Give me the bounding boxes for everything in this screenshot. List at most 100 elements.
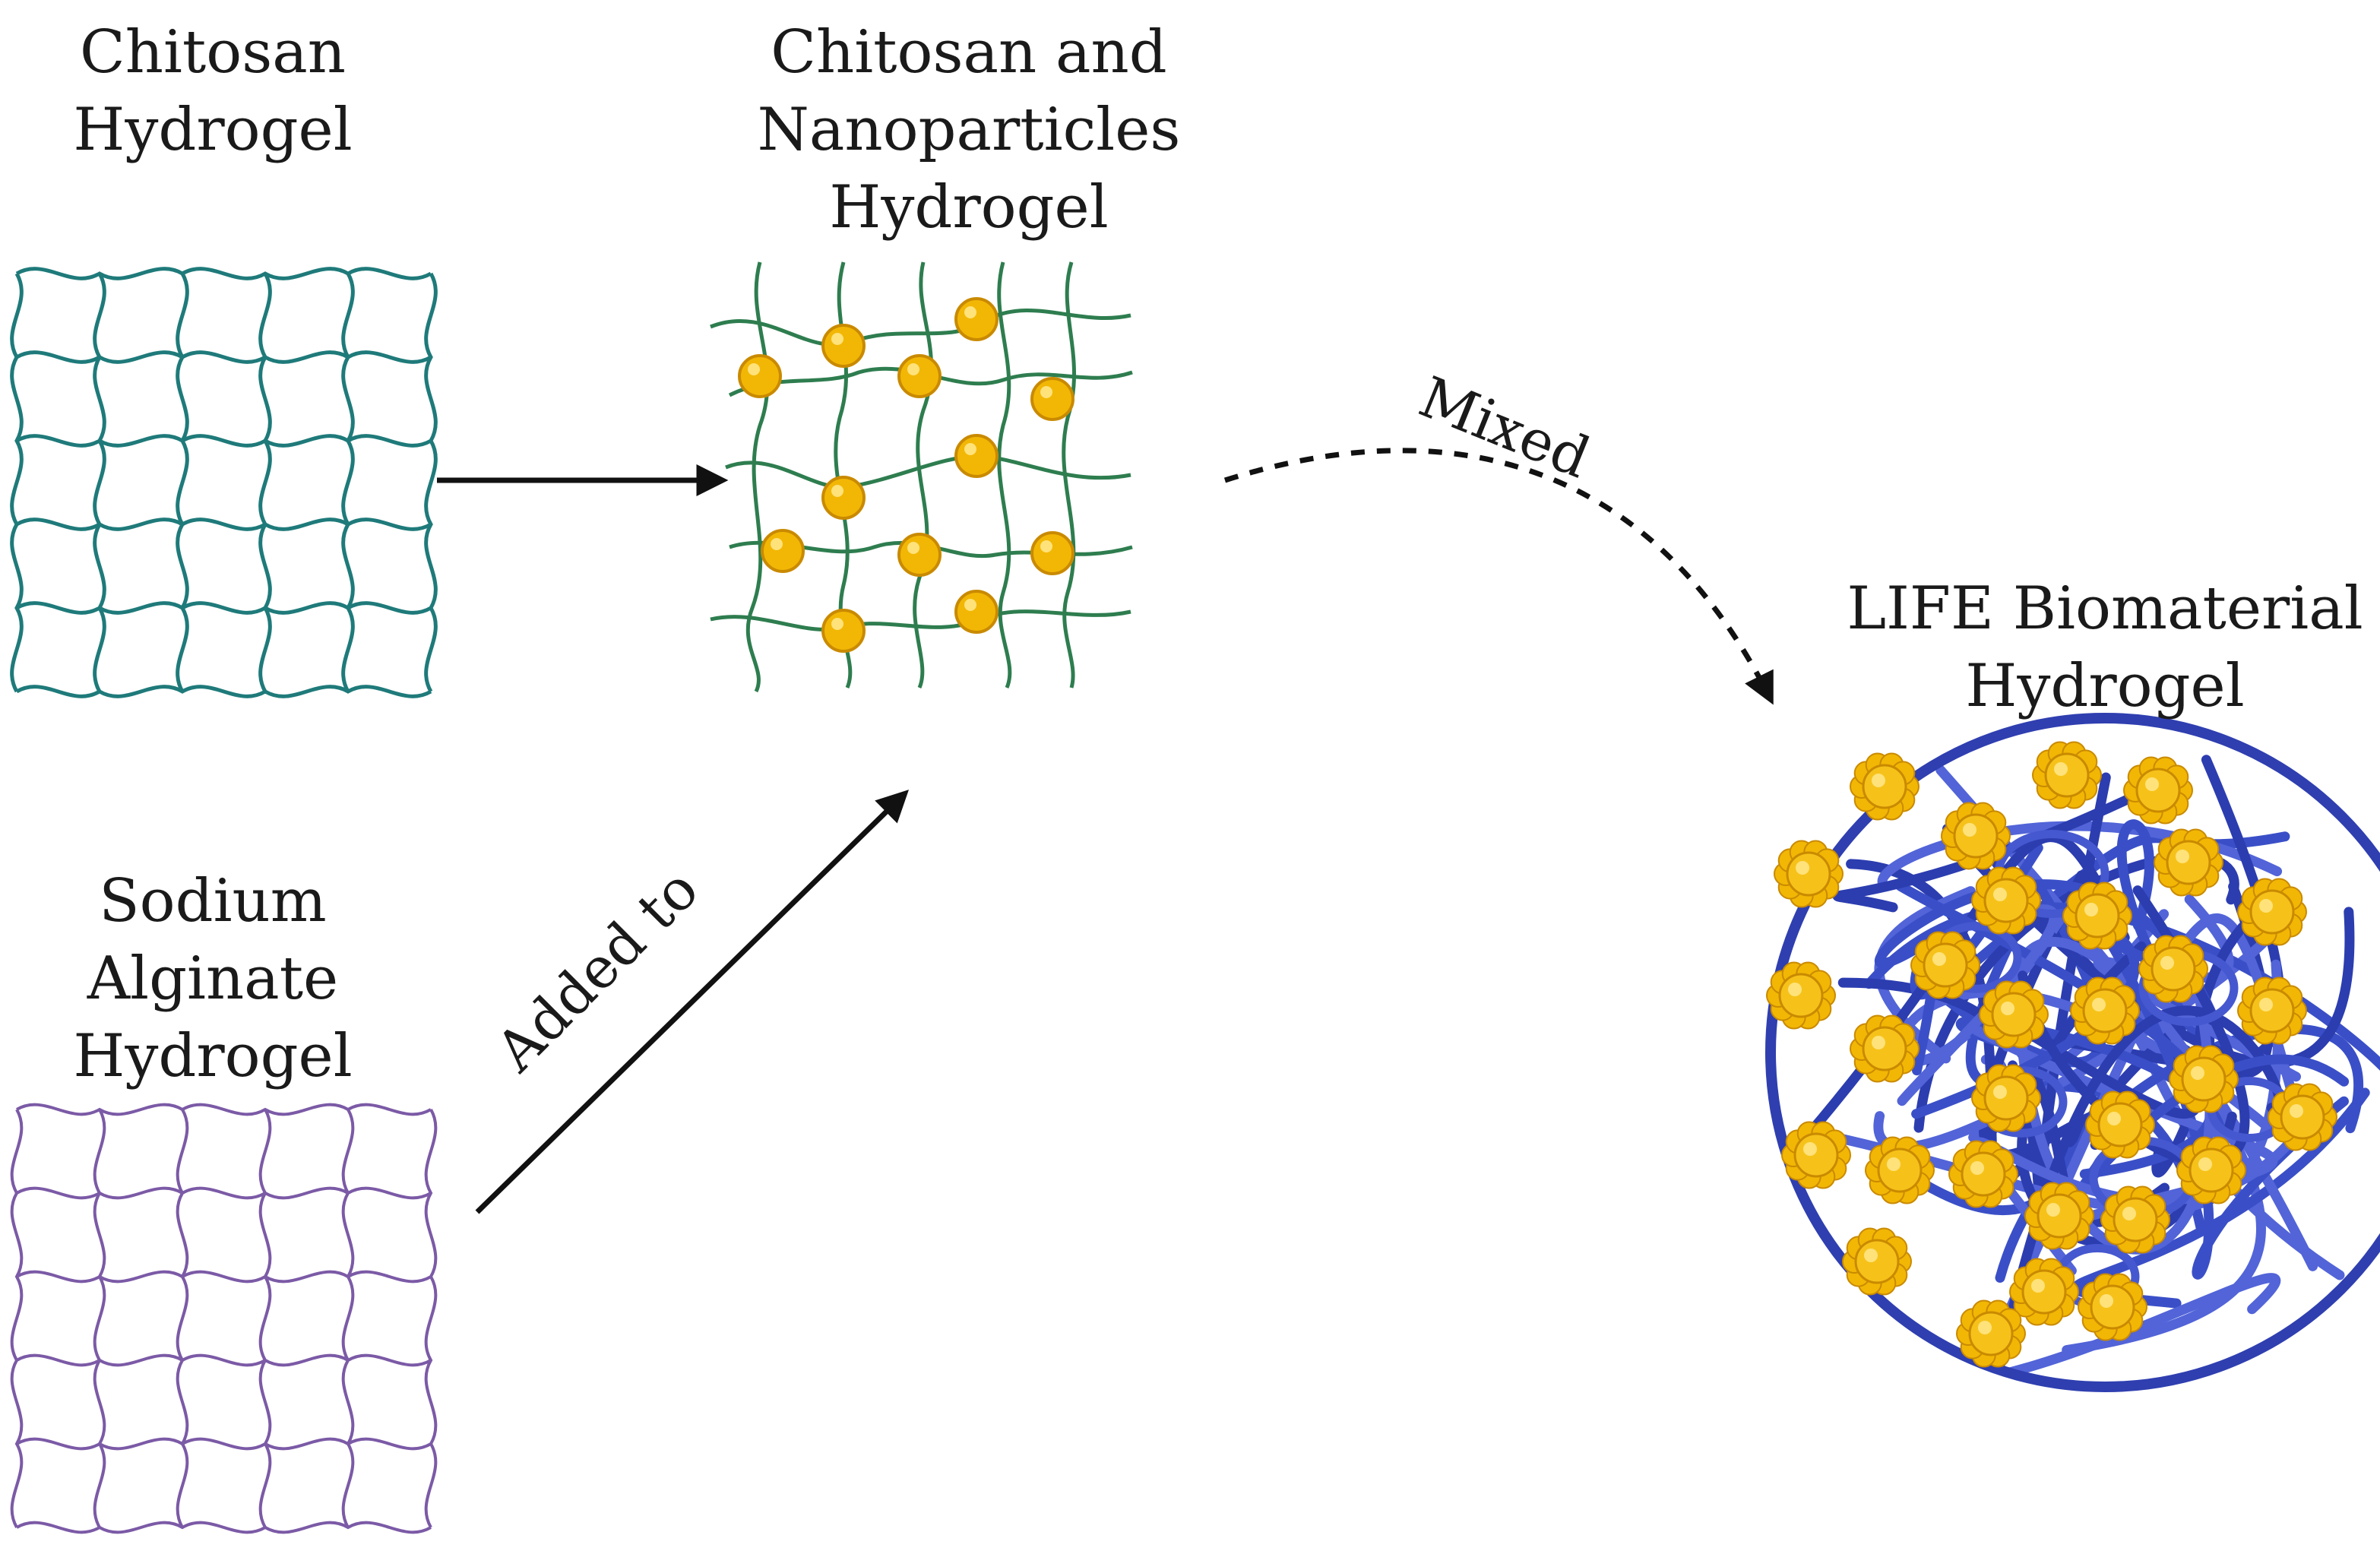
- cluster-core: [2021, 1269, 2067, 1315]
- cluster-highlight: [2054, 762, 2068, 776]
- cluster-highlight: [2259, 899, 2273, 913]
- nanoparticle-highlight: [907, 363, 919, 375]
- cluster-core: [2151, 946, 2196, 992]
- cluster-core: [1923, 942, 1968, 988]
- cluster-core: [2166, 840, 2211, 885]
- cluster-core: [1786, 851, 1831, 897]
- nanoparticle-cluster: [1842, 1227, 1912, 1296]
- nanoparticle-cluster: [2032, 741, 2102, 809]
- cluster-core: [1877, 1147, 1923, 1193]
- chitosan-nanoparticle-mesh: [710, 261, 1133, 693]
- mesh-strand-h: [16, 1186, 432, 1200]
- cluster-highlight: [2198, 1157, 2212, 1171]
- life-fiber: [1895, 881, 2217, 1179]
- mesh-strand-v: [341, 1109, 355, 1528]
- nanoparticle-cluster: [1948, 1140, 2018, 1208]
- nanoparticle-cluster: [2085, 1090, 2155, 1159]
- life-nanoparticle-clusters: [1766, 741, 2337, 1368]
- cluster-core: [2097, 1102, 2143, 1147]
- nanoparticle-cluster: [1865, 1136, 1935, 1204]
- nanoparticle: [738, 354, 782, 398]
- cluster-core: [1778, 973, 1824, 1018]
- chitosan-hydrogel-mesh: [10, 267, 438, 698]
- mesh-strand-v: [424, 272, 438, 693]
- nanoparticle-highlight: [964, 306, 976, 318]
- cluster-highlight: [2107, 1112, 2121, 1125]
- nanoparticles: [738, 297, 1074, 653]
- nanoparticle-cluster: [1850, 752, 1920, 821]
- cluster-highlight: [1970, 1161, 1984, 1175]
- life-sphere-outline: [1765, 713, 2380, 1392]
- cluster-highlight: [2176, 850, 2189, 863]
- mesh-strand-h: [16, 1521, 432, 1534]
- cluster-highlight: [2145, 777, 2159, 791]
- nanoparticle-highlight: [748, 363, 760, 375]
- mesh-strand-h: [15, 350, 432, 364]
- cluster-highlight: [1872, 774, 1885, 787]
- mesh-strand-v: [258, 1109, 272, 1528]
- nanoparticle: [897, 533, 942, 577]
- nanoparticle-highlight: [831, 618, 843, 630]
- cluster-core: [1854, 1239, 1900, 1284]
- mesh-strand-h: [16, 1270, 432, 1284]
- label-chitosan-np-hydrogel: Chitosan and Nanoparticles Hydrogel: [757, 18, 1181, 242]
- cluster-highlight: [2259, 998, 2273, 1011]
- life-fiber: [2116, 819, 2199, 1038]
- np-mesh-strand: [710, 609, 1131, 631]
- cluster-core: [2075, 893, 2120, 939]
- cluster-highlight: [2046, 1203, 2060, 1217]
- cluster-highlight: [1788, 983, 1802, 996]
- cluster-highlight: [2290, 1104, 2303, 1118]
- nanoparticle-highlight: [964, 443, 976, 455]
- nanoparticle-cluster: [2009, 1258, 2079, 1326]
- nanoparticle-cluster: [1850, 1014, 1920, 1083]
- nanoparticle: [954, 297, 999, 341]
- np-mesh-strand: [710, 309, 1131, 347]
- label-life-hydrogel: LIFE Biomaterial Hydrogel: [1847, 575, 2363, 720]
- cluster-core: [2181, 1056, 2227, 1102]
- nanoparticle-cluster: [1766, 961, 1836, 1030]
- cluster-core: [2280, 1094, 2325, 1140]
- nanoparticle-cluster: [1941, 802, 2011, 870]
- nanoparticle-cluster: [2154, 828, 2223, 897]
- mesh-strand-v: [93, 1109, 106, 1528]
- mesh-strand-v: [341, 272, 355, 693]
- cluster-highlight: [1993, 1085, 2007, 1099]
- mesh-strand-v: [10, 272, 24, 693]
- np-mesh-strand: [913, 261, 934, 688]
- nanoparticle-cluster: [2237, 878, 2307, 946]
- life-fiber: [2005, 1273, 2281, 1377]
- np-mesh-strand: [997, 261, 1012, 688]
- nanoparticle-cluster: [2024, 1182, 2094, 1250]
- cluster-core: [2037, 1193, 2082, 1239]
- cluster-core: [1862, 764, 1907, 809]
- cluster-highlight: [2160, 956, 2174, 970]
- mesh-strand-v: [424, 1109, 438, 1528]
- cluster-highlight: [1887, 1157, 1901, 1171]
- mesh-strand-h: [16, 1353, 432, 1367]
- cluster-core: [2113, 1197, 2158, 1242]
- cluster-core: [1862, 1026, 1907, 1071]
- cluster-highlight: [2031, 1279, 2045, 1293]
- cluster-highlight: [1872, 1036, 1885, 1049]
- np-mesh-strand: [745, 261, 770, 693]
- nanoparticle-cluster: [1774, 840, 1844, 908]
- cluster-core: [2189, 1147, 2234, 1193]
- cluster-highlight: [1796, 861, 1809, 875]
- nanoparticle-cluster: [2070, 976, 2140, 1045]
- mesh-strand-v: [10, 1109, 24, 1528]
- mesh-strand-v: [176, 272, 189, 693]
- arrow-mixed: [1223, 448, 1774, 705]
- cluster-highlight: [1978, 1321, 1992, 1334]
- cluster-highlight: [1993, 888, 2007, 901]
- nanoparticle: [954, 590, 999, 634]
- mesh-strand-v: [176, 1109, 189, 1528]
- nanoparticle-cluster: [1781, 1121, 1851, 1189]
- mesh-strand-h: [15, 267, 432, 280]
- nanoparticle-highlight: [831, 485, 843, 497]
- nanoparticle: [954, 434, 999, 478]
- mesh-strand-h: [15, 685, 432, 698]
- cluster-core: [2249, 889, 2295, 935]
- life-fiber: [1874, 879, 2217, 1019]
- nanoparticle-highlight: [1040, 386, 1052, 398]
